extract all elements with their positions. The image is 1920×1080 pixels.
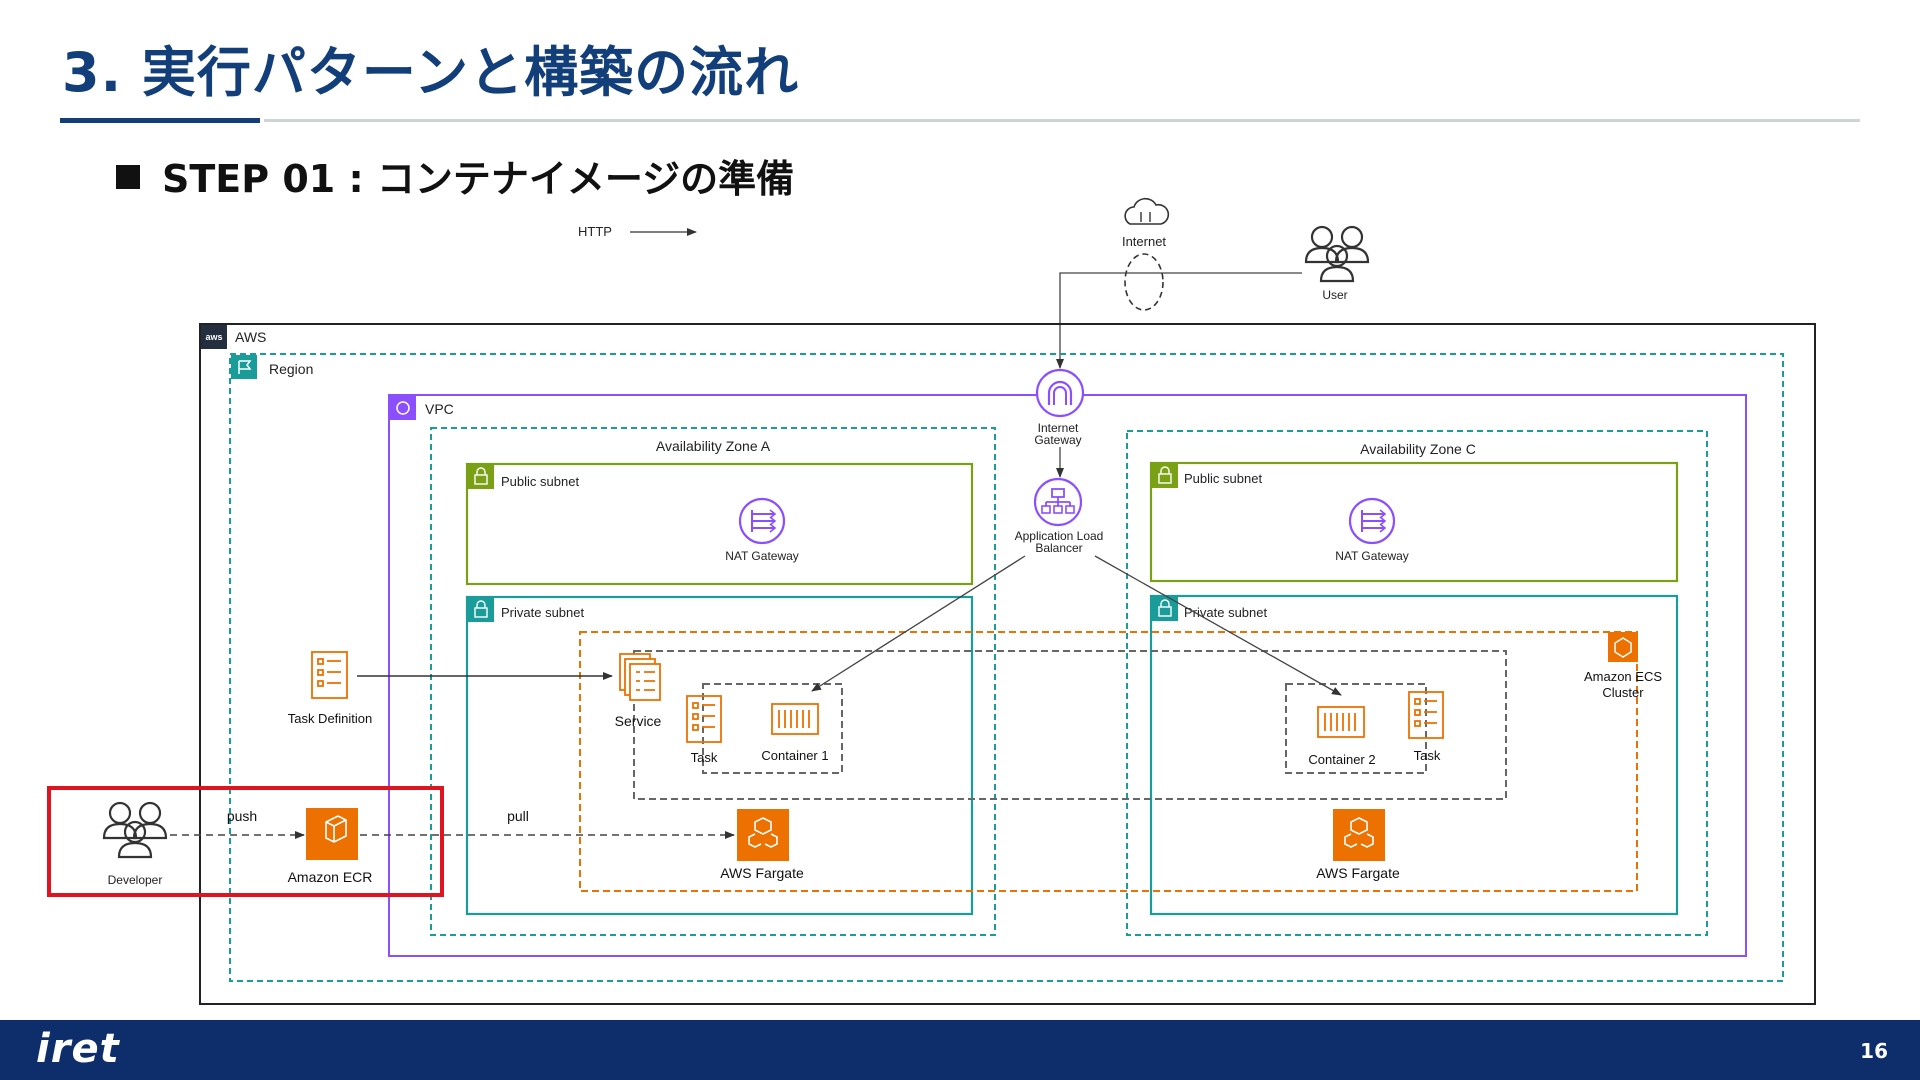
task-definition-icon xyxy=(311,651,348,699)
service-label: Service xyxy=(615,713,662,729)
az-c-label: Availability Zone C xyxy=(1360,441,1476,457)
aws-label: AWS xyxy=(235,329,266,345)
private-subnet-a xyxy=(465,595,974,916)
pull-label: pull xyxy=(507,808,529,824)
push-label: push xyxy=(227,808,257,824)
region-label: Region xyxy=(269,361,313,377)
task-definition-label: Task Definition xyxy=(288,711,373,726)
task-c-boundary xyxy=(1285,683,1427,774)
nat-gateway-a-label: NAT Gateway xyxy=(725,549,799,563)
container-2-label: Container 2 xyxy=(1308,752,1375,767)
az-a-label: Availability Zone A xyxy=(656,438,771,454)
task-icon xyxy=(686,695,722,743)
step-heading: STEP 01 : コンテナイメージの準備 xyxy=(116,148,794,203)
architecture-diagram: HTTP Internet User aws AWS Region VPC Av… xyxy=(47,197,1816,1005)
square-bullet-icon xyxy=(116,165,140,189)
public-subnet-a xyxy=(465,462,974,586)
title-underline-accent xyxy=(60,118,260,123)
public-subnet-a-label: Public subnet xyxy=(501,474,579,489)
fargate-a-label: AWS Fargate xyxy=(720,865,804,881)
aws-logo-text: aws xyxy=(205,332,222,342)
developer-group-icon xyxy=(102,801,168,859)
alb-label-line2: Balancer xyxy=(1035,541,1082,555)
availability-zone-c xyxy=(1126,430,1708,936)
company-logo: iret xyxy=(36,1026,120,1072)
lock-icon xyxy=(468,465,494,489)
container-1-label: Container 1 xyxy=(761,748,828,763)
public-subnet-c xyxy=(1149,461,1679,583)
developer-label: Developer xyxy=(108,873,163,887)
task-icon xyxy=(1408,691,1444,739)
ecs-cluster-boundary xyxy=(579,631,1638,892)
public-subnet-c-label: Public subnet xyxy=(1184,471,1262,486)
highlight-box xyxy=(47,786,444,897)
vpc-label: VPC xyxy=(425,401,454,417)
fargate-icon xyxy=(737,809,789,861)
ecr-label: Amazon ECR xyxy=(288,869,373,885)
ecr-icon xyxy=(306,808,358,860)
alb-label-line1: Application Load xyxy=(1015,529,1104,543)
service-icon xyxy=(619,653,661,701)
task-a-boundary xyxy=(702,683,843,774)
service-boundary xyxy=(633,650,1507,800)
user-label: User xyxy=(1322,288,1347,302)
private-subnet-a-label: Private subnet xyxy=(501,605,584,620)
vpc-cloud-icon xyxy=(390,396,416,420)
alb-to-container-1-connector xyxy=(811,555,1026,692)
availability-zone-a xyxy=(430,427,996,936)
title-underline xyxy=(264,119,1860,122)
igw-label-line2: Gateway xyxy=(1034,433,1081,447)
region-flag-icon xyxy=(231,355,257,379)
nat-gateway-icon xyxy=(738,497,786,545)
task-a-label: Task xyxy=(691,750,718,765)
task-c-label: Task xyxy=(1414,748,1441,763)
fargate-c-label: AWS Fargate xyxy=(1316,865,1400,881)
internet-gateway-icon xyxy=(1035,368,1085,418)
fargate-icon xyxy=(1333,809,1385,861)
cloud-icon xyxy=(1124,197,1170,225)
user-to-igw-connector xyxy=(1056,272,1302,369)
internet-label: Internet xyxy=(1122,234,1166,249)
page-title: 3. 実行パターンと構築の流れ xyxy=(62,41,800,104)
aws-cloud-boundary xyxy=(199,323,1816,1005)
ecs-cluster-label-line2: Cluster xyxy=(1602,685,1644,700)
page-number: 16 xyxy=(1860,1039,1888,1063)
ecs-cluster-label-line1: Amazon ECS xyxy=(1584,669,1662,684)
private-subnet-c-label: Private subnet xyxy=(1184,605,1267,620)
aws-logo-icon xyxy=(201,325,227,349)
http-legend-label: HTTP xyxy=(578,224,612,239)
internet-boundary xyxy=(1124,253,1164,311)
nat-gateway-icon xyxy=(1348,497,1396,545)
user-group-icon xyxy=(1304,225,1370,283)
container-icon xyxy=(771,703,819,735)
lock-icon xyxy=(1152,464,1178,488)
footer-bar: iret 16 xyxy=(0,1020,1920,1080)
region-boundary xyxy=(229,353,1784,982)
igw-label-line1: Internet xyxy=(1038,421,1079,435)
ecs-cluster-icon xyxy=(1608,632,1638,662)
container-icon xyxy=(1317,706,1365,738)
nat-gateway-c-label: NAT Gateway xyxy=(1335,549,1409,563)
load-balancer-icon xyxy=(1033,477,1083,527)
lock-icon xyxy=(468,598,494,622)
alb-to-container-2-connector xyxy=(1094,555,1342,696)
step-heading-text: STEP 01 : コンテナイメージの準備 xyxy=(162,157,795,201)
private-subnet-c xyxy=(1149,594,1679,916)
